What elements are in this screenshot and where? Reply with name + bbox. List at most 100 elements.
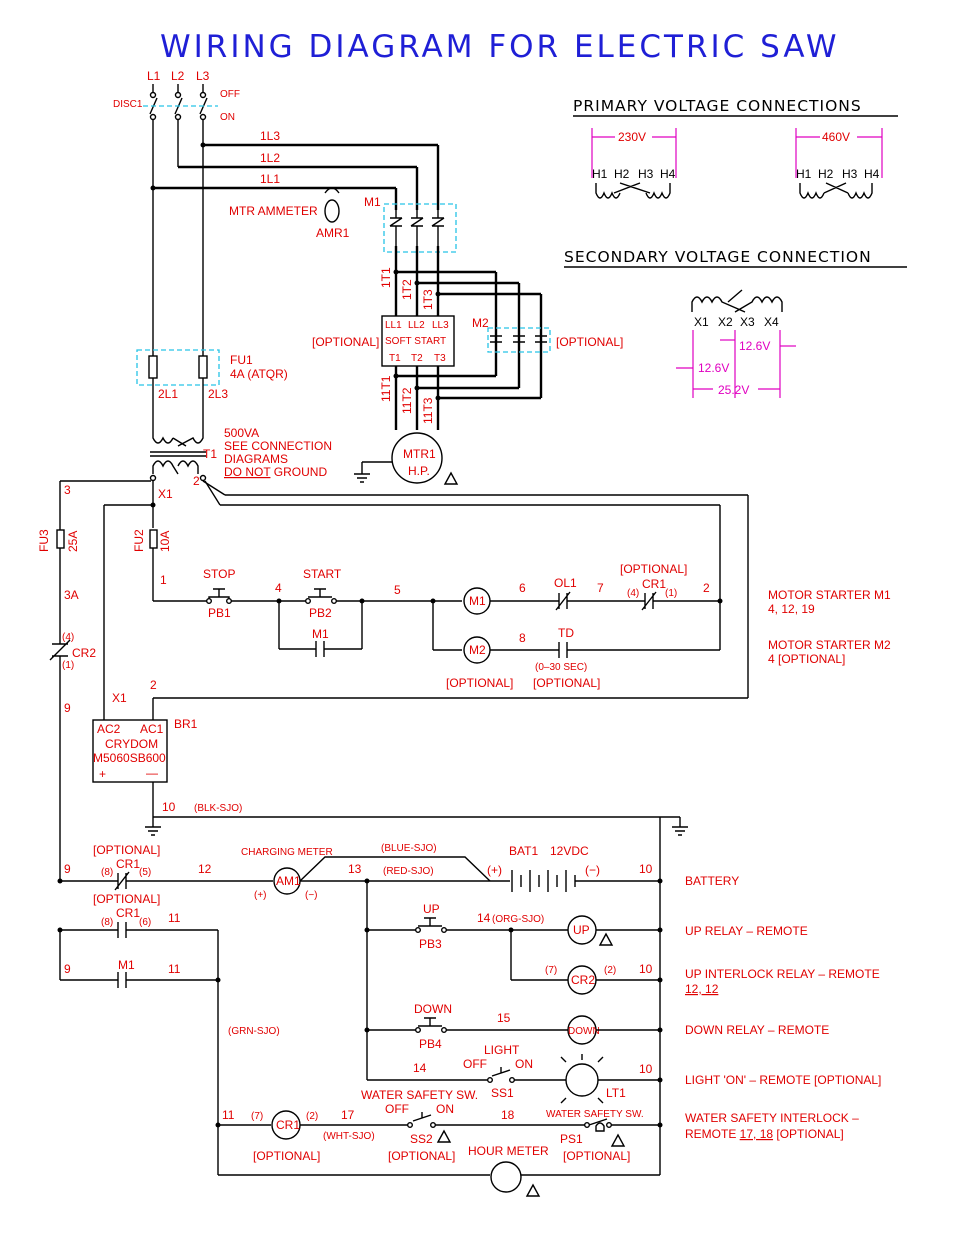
label-ps1: PS1 [560,1132,583,1146]
motor-hp: H.P. [408,464,430,478]
label-disc-off: OFF [220,89,240,100]
label-disc-on: ON [220,112,235,123]
label-light-on-remote: LIGHT 'ON' – REMOTE [OPTIONAL] [685,1073,881,1087]
label-water-safety-sw: WATER SAFETY SW. [361,1088,478,1102]
primary-460-h2: H2 [818,167,834,181]
water-safety-switch-icon [412,1112,432,1122]
label-pb4: PB4 [419,1037,442,1051]
label-ps-water-safety: WATER SAFETY SW. [546,1109,644,1120]
label-m2: M2 [472,316,489,330]
label-bat-plus: (+) [487,863,502,877]
soft-start-ll2: LL2 [408,320,425,331]
down-pushbutton-icon [418,1017,442,1027]
hour-meter-icon [490,1161,522,1193]
label-starter-m1: MOTOR STARTER M1 [768,588,891,602]
primary-230-winding [595,182,671,199]
pressure-switch-icon [588,1118,608,1132]
label-blue-sjo: (BLUE-SJO) [381,843,437,854]
label-p6: (6) [139,917,151,928]
label-5: 5 [394,583,401,597]
label-cr1-coil: CR1 [276,1118,300,1132]
label-up-interlock: UP INTERLOCK RELAY – REMOTE [685,967,880,981]
label-4: 4 [275,581,282,595]
label-cr1: CR1 [642,577,666,591]
secondary-v12-right: 12.6V [739,339,770,353]
secondary-x4: X4 [764,315,779,329]
label-14b: 14 [413,1061,427,1075]
label-start: START [303,567,342,581]
label-charging-meter: CHARGING METER [241,847,333,858]
label-up-interlock-ref: 12, 12 [685,982,719,996]
label-6: 6 [519,581,526,595]
soft-start-ll1: LL1 [385,320,402,331]
label-do-not-ground: DO NOT GROUND [224,465,327,479]
label-pb1: PB1 [208,606,231,620]
primary-460-h1: H1 [796,167,812,181]
primary-230-h2: H2 [614,167,630,181]
ammeter-ct-icon [324,199,340,223]
primary-230-h4: H4 [660,167,676,181]
label-10: 10 [162,800,176,814]
motor-delta-icon [443,471,459,485]
label-down-relay: DOWN RELAY – REMOTE [685,1023,829,1037]
label-1t1: 1T1 [379,267,393,288]
label-2l1: 2L1 [158,387,178,401]
label-p5: (5) [139,867,151,878]
primary-voltage-connections: PRIMARY VOLTAGE CONNECTIONS 230V H1 H2 H… [573,97,898,199]
label-cr1b: CR1 [116,906,140,920]
label-down-coil: DOWN [568,1026,600,1037]
label-am-plus: (+) [254,890,267,901]
label-fu2-rating: 10A [158,531,172,552]
label-p2b: (2) [306,1111,318,1122]
battery-icon [511,870,576,892]
label-cr2-4: (4) [62,632,74,643]
ground-icon-3 [672,826,688,836]
label-p8b: (8) [101,917,113,928]
delta-icon-up [598,932,614,946]
soft-start-box [381,315,455,367]
ground-icon-2 [145,826,161,836]
label-optional-m2-coil: [OPTIONAL] [446,676,513,690]
label-water-interlock-2: REMOTE 17, 18 [OPTIONAL] [685,1127,844,1141]
label-p8: (8) [101,867,113,878]
label-10c: 10 [639,1062,653,1076]
label-optional-cr1-coil: [OPTIONAL] [253,1149,320,1163]
delta-icon-ss2 [436,1129,452,1143]
primary-230-h1: H1 [592,167,608,181]
label-optional-cr1: [OPTIONAL] [620,562,687,576]
label-fu1: FU1 [230,353,253,367]
label-disc1: DISC1 [113,99,143,110]
m1-contacts-icon [389,210,445,246]
label-l1: L1 [147,69,161,83]
m1-no-contact-icon [117,972,127,988]
label-lt1: LT1 [606,1086,626,1100]
label-cr2-coil: CR2 [571,973,595,987]
label-light: LIGHT [484,1043,520,1057]
label-light-off: OFF [463,1057,487,1071]
label-11b: 11 [168,962,181,976]
label-bat1: BAT1 [509,844,538,858]
primary-460-h3: H3 [842,167,858,181]
primary-460-h4: H4 [864,167,880,181]
label-up: UP [423,902,440,916]
label-7: 7 [597,581,604,595]
secondary-v25: 25.2V [718,383,749,397]
secondary-winding [691,289,783,313]
fu3-fuse-icon [56,529,65,549]
cr1-no-contact-icon [117,922,127,938]
label-up-coil: UP [573,923,590,937]
label-fu1-rating: 4A (ATQR) [230,367,288,381]
primary-230v: 230V [618,130,646,144]
control-circuit: 3 2 X1 FU3 25A 3A FU2 10A 1 STOP PB1 4 S… [37,474,891,1175]
label-m1-b: M1 [118,958,135,972]
label-up-relay: UP RELAY – REMOTE [685,924,808,938]
label-starter-m2: MOTOR STARTER M2 [768,638,891,652]
label-fu2: FU2 [132,529,146,552]
label-grn-sjo: (GRN-SJO) [228,1026,280,1037]
label-starter-m2-refs: 4 [OPTIONAL] [768,652,845,666]
label-optional-m2: [OPTIONAL] [556,335,623,349]
label-td-range: (0–30 SEC) [535,662,587,673]
label-11: 11 [168,911,181,925]
label-diagrams: DIAGRAMS [224,452,288,466]
